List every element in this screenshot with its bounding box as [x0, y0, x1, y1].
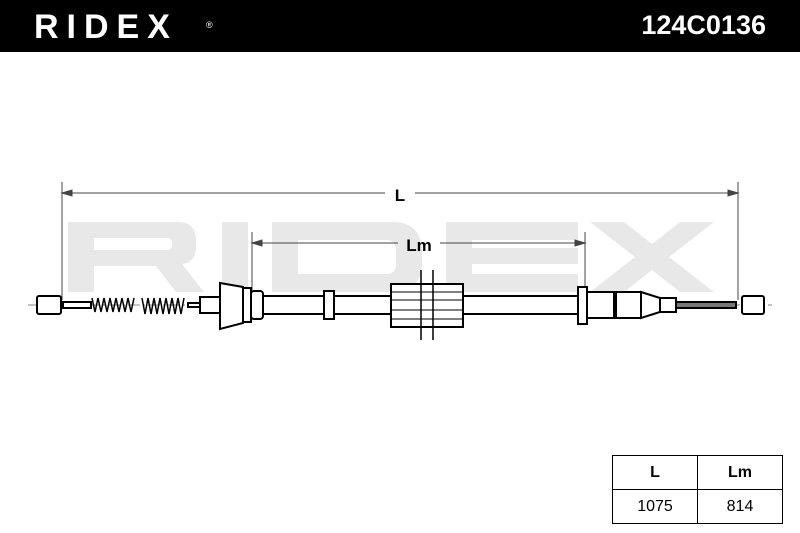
header-bar: RIDEX ® 124C0136 — [0, 0, 800, 52]
section-cut-lines — [420, 270, 434, 340]
dimension-Lm-label: Lm — [406, 236, 432, 255]
dimension-L-label: L — [395, 186, 405, 205]
dimension-L — [60, 182, 740, 300]
spring-2 — [141, 297, 185, 315]
value-L: 1075 — [612, 489, 698, 524]
table-row: 1075 814 — [612, 489, 783, 524]
table-header-row: L Lm — [612, 455, 783, 490]
spring-1 — [91, 297, 135, 313]
watermark-logo — [68, 222, 714, 292]
value-Lm: 814 — [697, 489, 783, 524]
registered-mark: ® — [206, 20, 213, 30]
dimension-Lm — [250, 232, 587, 290]
left-end-nipple — [36, 295, 62, 315]
cable-assembly — [36, 281, 765, 331]
right-end-nipple — [741, 295, 765, 315]
header-Lm: Lm — [697, 455, 783, 490]
dimensions-table: L Lm 1075 814 — [612, 455, 783, 524]
grommet — [219, 281, 244, 331]
brand-logo: RIDEX — [34, 8, 178, 46]
part-number: 124C0136 — [641, 10, 766, 40]
header-L: L — [612, 455, 698, 490]
adjuster-nut — [390, 283, 464, 328]
